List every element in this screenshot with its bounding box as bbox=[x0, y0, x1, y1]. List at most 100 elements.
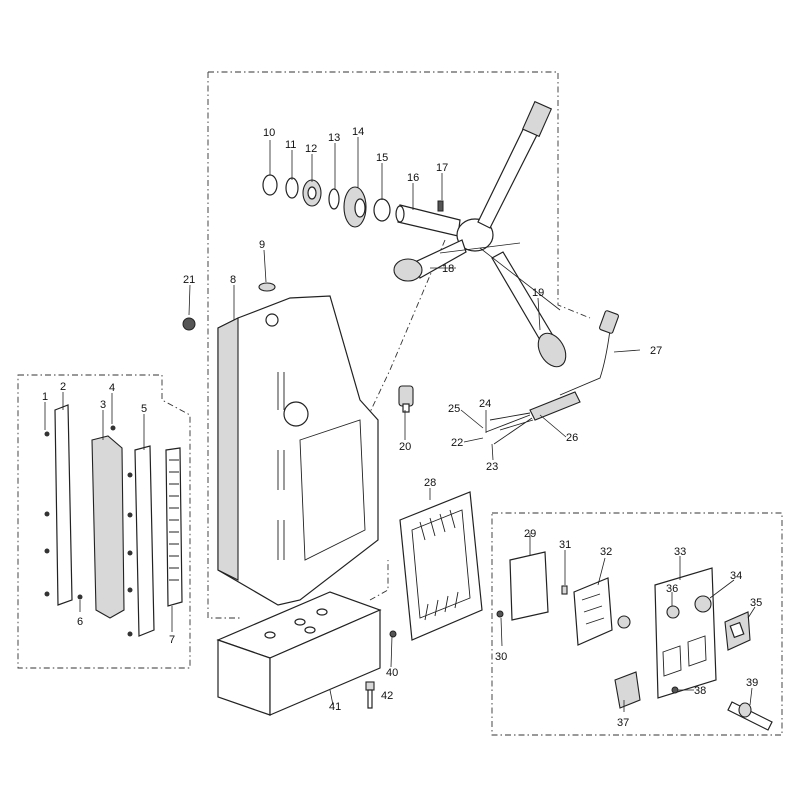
part-label-11: 11 bbox=[285, 139, 296, 151]
part-label-4: 4 bbox=[109, 382, 115, 394]
washer-part bbox=[285, 177, 299, 199]
part-label-23: 23 bbox=[486, 461, 498, 473]
part-label-12: 12 bbox=[305, 143, 317, 155]
knob-36 bbox=[666, 605, 680, 619]
part-label-19: 19 bbox=[532, 287, 544, 299]
part-label-39: 39 bbox=[746, 677, 758, 689]
heat-sink-plate-28 bbox=[389, 491, 483, 641]
part-31 bbox=[561, 585, 568, 595]
rack-7 bbox=[165, 447, 183, 607]
rail-2 bbox=[54, 404, 73, 606]
part-label-36: 36 bbox=[666, 583, 678, 595]
handle-grip-upper bbox=[521, 100, 553, 138]
cable-assembly bbox=[485, 310, 619, 445]
wires-22-25 bbox=[485, 412, 534, 445]
handle-grip-19 bbox=[537, 332, 567, 368]
frame-side bbox=[217, 317, 239, 581]
part-label-40: 40 bbox=[386, 667, 398, 679]
part-label-7: 7 bbox=[169, 634, 175, 646]
part-label-17: 17 bbox=[436, 162, 448, 174]
rail-group bbox=[44, 404, 183, 637]
frame-bore bbox=[283, 401, 309, 427]
screw-38 bbox=[671, 686, 679, 694]
part-label-22: 22 bbox=[451, 437, 463, 449]
part-label-35: 35 bbox=[750, 597, 762, 609]
pcb-32 bbox=[573, 577, 613, 646]
rail-group-boundary bbox=[17, 374, 191, 669]
part-label-30: 30 bbox=[495, 651, 507, 663]
part-label-25: 25 bbox=[448, 403, 460, 415]
knob-20 bbox=[398, 385, 414, 413]
part-label-37: 37 bbox=[617, 717, 629, 729]
knob-21 bbox=[182, 317, 196, 331]
frame-top-hole bbox=[265, 313, 279, 327]
part-label-41: 41 bbox=[329, 701, 341, 713]
magnet-base-41 bbox=[216, 591, 382, 716]
shaft-part bbox=[397, 204, 461, 237]
part-label-6: 6 bbox=[77, 616, 83, 628]
e-clip-part bbox=[262, 174, 278, 196]
part-label-10: 10 bbox=[263, 127, 275, 139]
part-label-32: 32 bbox=[600, 546, 612, 558]
bearing-inner bbox=[307, 186, 317, 200]
part-label-33: 33 bbox=[674, 546, 686, 558]
handle-leader-lines bbox=[439, 242, 561, 311]
part-label-28: 28 bbox=[424, 477, 436, 489]
group-boundaries bbox=[17, 71, 783, 736]
shaft-end bbox=[395, 205, 405, 223]
bolt-42 bbox=[365, 681, 375, 709]
frame-slots bbox=[277, 372, 285, 560]
main-frame bbox=[217, 295, 379, 606]
pcb-components bbox=[581, 593, 605, 625]
part-label-13: 13 bbox=[328, 132, 340, 144]
electronics-group-boundary bbox=[491, 512, 783, 736]
frame-body bbox=[217, 295, 379, 606]
part-label-21: 21 bbox=[183, 274, 195, 286]
part-label-14: 14 bbox=[352, 126, 364, 138]
part-label-34: 34 bbox=[730, 570, 742, 582]
part-label-3: 3 bbox=[100, 399, 106, 411]
handle-assembly bbox=[262, 100, 567, 368]
part-label-20: 20 bbox=[399, 441, 411, 453]
part-label-5: 5 bbox=[141, 403, 147, 415]
plug-9 bbox=[258, 282, 276, 292]
part-label-24: 24 bbox=[479, 398, 491, 410]
screw-30 bbox=[496, 610, 504, 618]
frame-window bbox=[299, 419, 366, 561]
part-label-2: 2 bbox=[60, 381, 66, 393]
panel-cutouts bbox=[662, 635, 707, 677]
panel-33 bbox=[654, 567, 717, 699]
lamp-34 bbox=[694, 595, 712, 613]
handle-hub bbox=[456, 218, 494, 252]
part-label-31: 31 bbox=[559, 539, 571, 551]
part-label-27: 27 bbox=[650, 345, 662, 357]
cover-29 bbox=[509, 551, 549, 621]
rail-screws bbox=[44, 425, 133, 637]
pot-32 bbox=[617, 615, 631, 629]
part-label-16: 16 bbox=[407, 172, 419, 184]
electronics-group bbox=[496, 551, 773, 731]
rack-teeth bbox=[169, 459, 179, 581]
part-label-15: 15 bbox=[376, 152, 388, 164]
leader-lines bbox=[44, 137, 756, 712]
gear-hub bbox=[354, 198, 366, 218]
handle-knob-18 bbox=[393, 258, 423, 282]
part-label-18: 18 bbox=[442, 263, 454, 275]
upper-assembly-boundary bbox=[207, 71, 591, 619]
rail-3 bbox=[91, 435, 125, 619]
bushing-part bbox=[373, 198, 391, 222]
handle-arm-lower-left bbox=[414, 239, 467, 279]
cable-27 bbox=[559, 329, 611, 396]
switch-35-button bbox=[729, 621, 745, 639]
rail-5 bbox=[134, 445, 155, 637]
strain-relief-26 bbox=[529, 391, 581, 421]
part-label-1: 1 bbox=[42, 391, 48, 403]
part-label-8: 8 bbox=[230, 274, 236, 286]
snap-ring-part bbox=[328, 188, 340, 210]
part-label-26: 26 bbox=[566, 432, 578, 444]
part-label-38: 38 bbox=[694, 685, 706, 697]
plug-27 bbox=[599, 310, 619, 334]
set-screw-part bbox=[437, 200, 444, 212]
part-label-42: 42 bbox=[381, 690, 393, 702]
